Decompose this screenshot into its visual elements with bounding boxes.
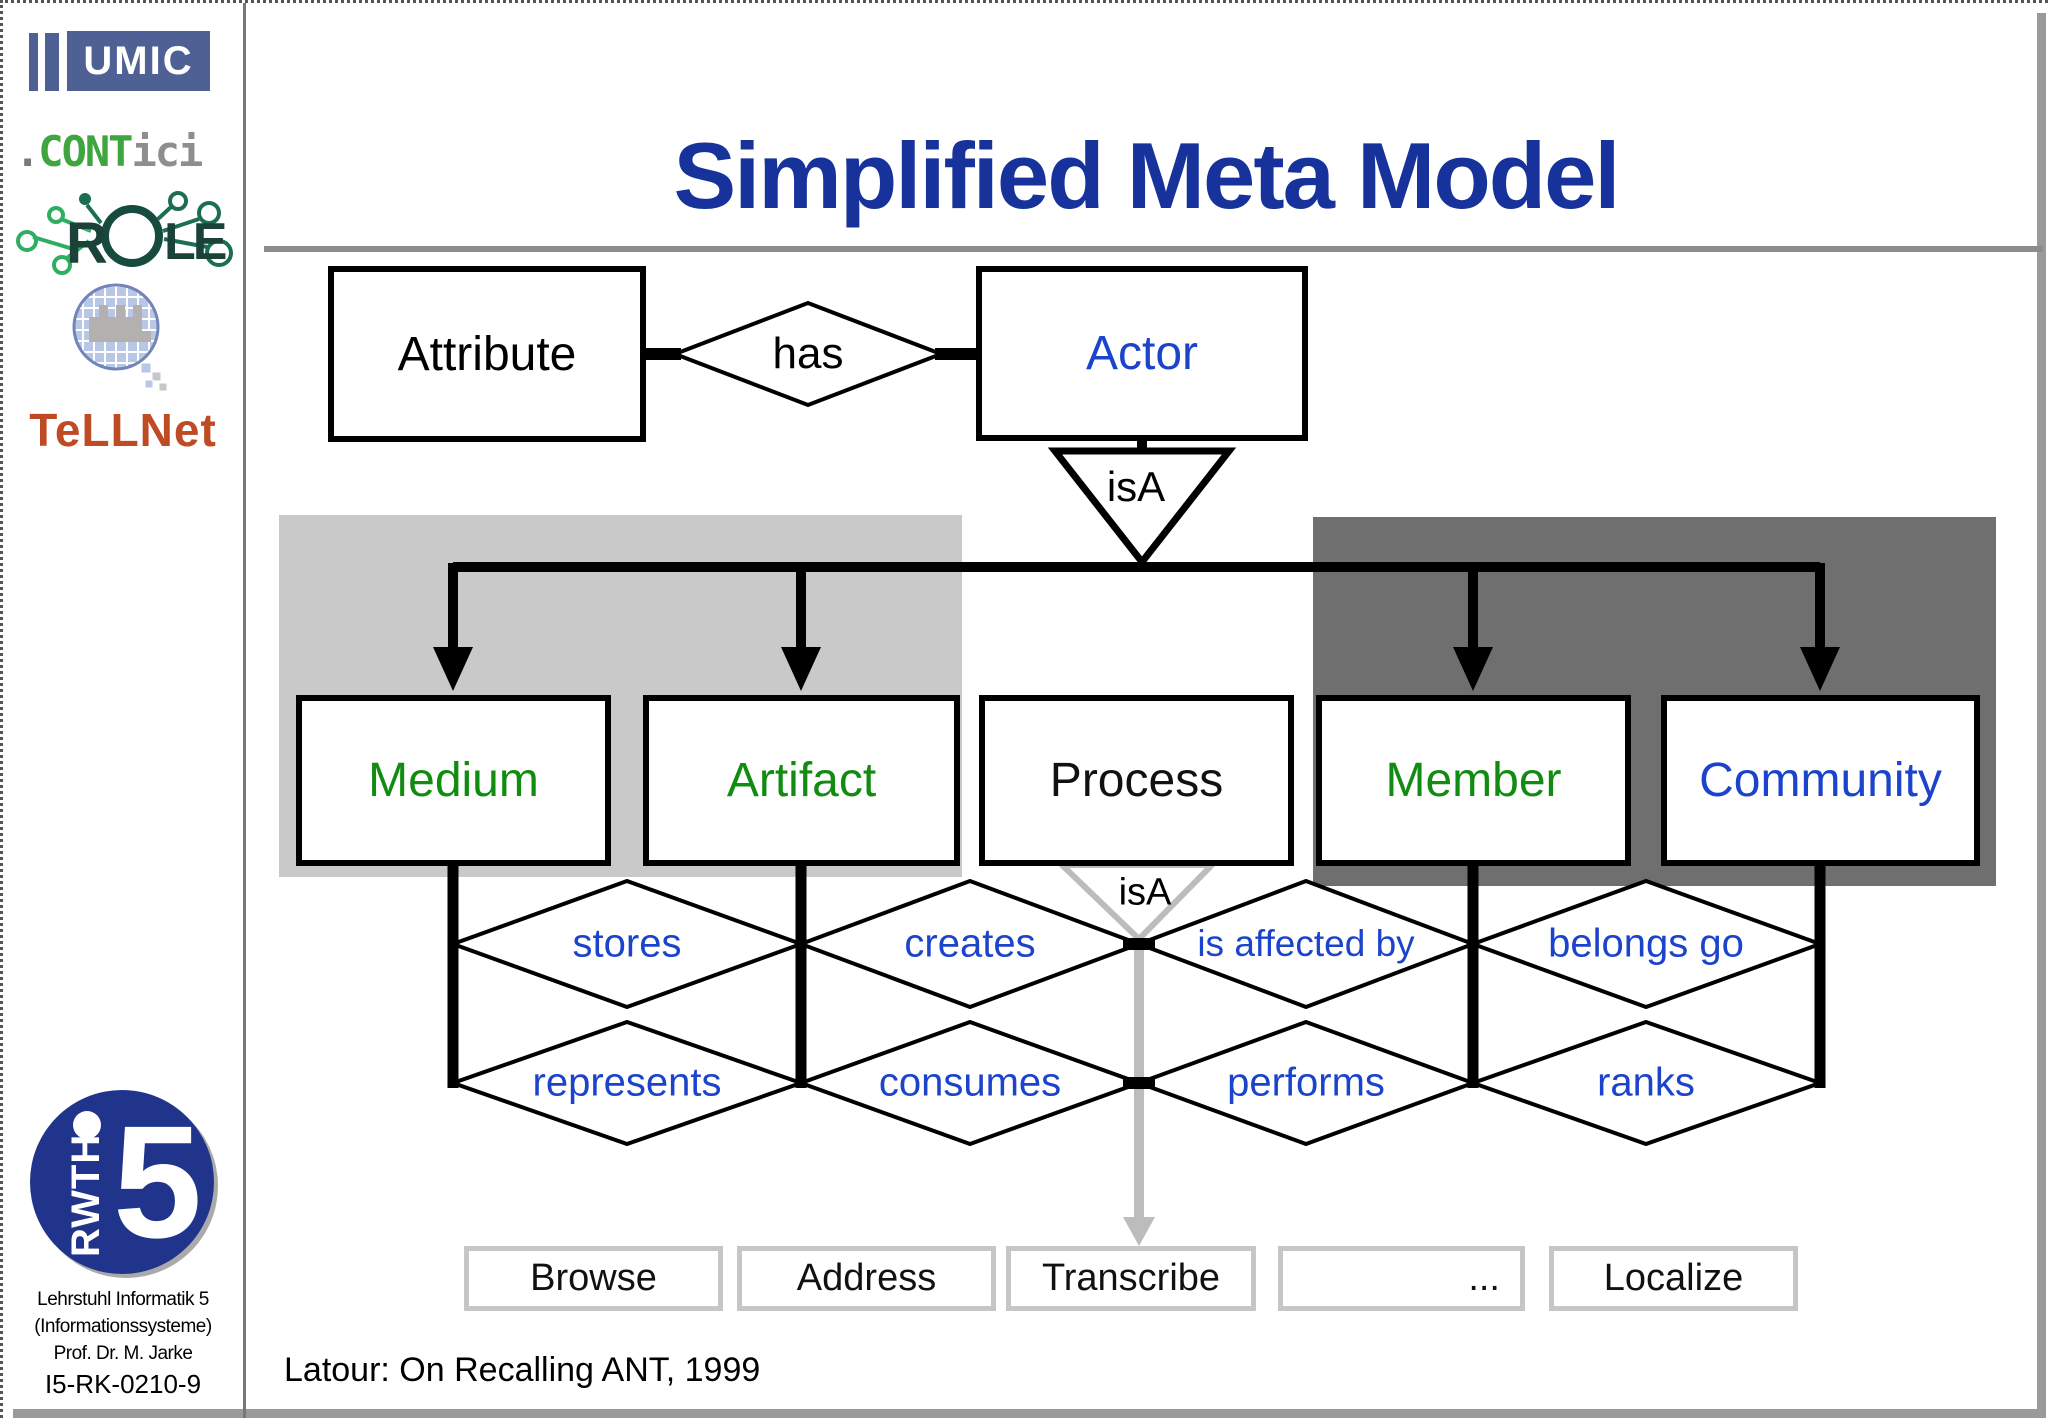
slide-right-border: [2037, 13, 2046, 1415]
role-edge: [65, 239, 91, 260]
sidebar-footer: Lehrstuhl Informatik 5 (Informationssyst…: [7, 1286, 239, 1398]
creates-relation-label: creates: [904, 921, 1036, 966]
brain-tile: [144, 379, 154, 389]
belongs-go-relation-label: belongs go: [1548, 921, 1744, 966]
role-edge: [60, 217, 92, 233]
contici-logo: .CONTici: [15, 127, 203, 176]
role-edge: [156, 205, 173, 221]
role-node: [197, 201, 221, 225]
member-entity-box: Member: [1316, 695, 1631, 866]
operation-box-address: Address: [737, 1246, 996, 1311]
medium-entity-box: Medium: [296, 695, 611, 866]
operation-box-localize: Localize: [1549, 1246, 1798, 1311]
has-diamond-shape: [669, 300, 947, 408]
footer-line-slide-id: I5-RK-0210-9: [44, 1369, 202, 1399]
community-label: Community: [1699, 754, 1942, 807]
artifact-entity-box: Artifact: [643, 695, 960, 866]
slide-bottom-border: [13, 1409, 2046, 1418]
rwth-i5-logo: RWTH 5: [30, 1090, 218, 1278]
role-edge: [163, 237, 208, 249]
diagram-connectors: [433, 300, 1840, 1246]
page-title: Simplified Meta Model: [673, 123, 1620, 228]
umic-logo-bar-2: [45, 33, 59, 91]
contici-dot: .: [15, 127, 40, 176]
process-entity-box: Process: [979, 695, 1294, 866]
sidebar-divider: [243, 3, 246, 1418]
umic-logo: UMIC: [67, 31, 210, 91]
process-junction-row1: [1123, 938, 1155, 950]
ranks-diamond-shape: [1466, 1019, 1827, 1147]
contici-cont: CONT: [38, 127, 133, 176]
role-node: [47, 206, 65, 224]
isa-process-arrowhead: [1123, 1217, 1155, 1246]
arrowhead-artifact: [781, 647, 821, 691]
isa-actor-label: isA: [1106, 463, 1166, 510]
has-relation-label: has: [772, 329, 844, 378]
localize-label: Localize: [1603, 1257, 1744, 1299]
transcribe-label: Transcribe: [1041, 1257, 1221, 1299]
role-node: [16, 230, 38, 252]
browse-label: Browse: [530, 1257, 657, 1299]
stores-relation-label: stores: [572, 921, 682, 966]
consumes-relation-label: consumes: [878, 1060, 1062, 1105]
isa-actor-triangle: [1047, 447, 1237, 568]
rwth-vertical-text: RWTH: [64, 1134, 108, 1257]
umic-logo-text: UMIC: [83, 38, 194, 83]
brain-tile: [158, 382, 168, 392]
role-edge: [85, 203, 103, 225]
arrowhead-member: [1453, 647, 1493, 691]
process-label: Process: [1049, 754, 1224, 807]
actor-label: Actor: [1085, 327, 1199, 380]
brain-tile: [140, 362, 152, 374]
arrowhead-medium: [433, 647, 473, 691]
brain-chip-logo: [72, 283, 168, 392]
isa-process-label: isA: [1118, 871, 1172, 914]
umic-logo-bar-1: [29, 33, 38, 91]
performs-relation-label: performs: [1227, 1060, 1385, 1105]
medium-label: Medium: [368, 754, 539, 807]
contici-ici: ici: [131, 127, 203, 176]
ellipsis-label: ...: [1468, 1257, 1500, 1299]
role-node: [52, 255, 72, 275]
role-letter-o: [101, 205, 163, 267]
role-node: [168, 191, 188, 211]
brain-comb-shape: [89, 305, 151, 342]
role-edge: [32, 235, 74, 251]
attribute-label: Attribute: [397, 327, 577, 381]
footer-line-professor: Prof. Dr. M. Jarke: [53, 1343, 193, 1364]
i5-logo-dot: [73, 1111, 101, 1139]
operation-box-browse: Browse: [464, 1246, 723, 1311]
role-edge: [162, 217, 200, 233]
role-logo: R LE: [16, 191, 233, 276]
citation-text: Latour: On Recalling ANT, 1999: [284, 1351, 761, 1389]
title-underline: [264, 246, 2043, 252]
operation-box-ellipsis: ...: [1278, 1246, 1525, 1311]
is-affected-by-relation-label: is affected by: [1197, 923, 1415, 964]
role-letters-le: LE: [164, 213, 226, 271]
attribute-box: Attribute: [328, 266, 646, 442]
operation-box-transcribe: Transcribe: [1006, 1246, 1256, 1311]
represents-relation-label: represents: [532, 1060, 722, 1105]
community-entity-box: Community: [1661, 695, 1980, 866]
belongs-go-diamond-shape: [1467, 878, 1826, 1010]
role-letter-r: R: [66, 211, 108, 276]
role-node: [205, 239, 233, 267]
actor-box: Actor: [976, 266, 1308, 441]
tellnet-logo: TeLLNet: [29, 404, 217, 456]
i5-logo-five: 5: [113, 1092, 202, 1271]
process-junction-row2: [1123, 1077, 1155, 1089]
brain-tile: [151, 371, 162, 382]
footer-line-systems: (Informationssysteme): [34, 1316, 212, 1337]
arrowhead-community: [1800, 647, 1840, 691]
member-label: Member: [1385, 754, 1562, 807]
footer-line-institute: Lehrstuhl Informatik 5: [37, 1289, 209, 1310]
i5-logo-circle: [30, 1090, 214, 1274]
address-label: Address: [796, 1257, 937, 1299]
artifact-label: Artifact: [726, 754, 877, 807]
role-node-filled: [79, 193, 91, 205]
ranks-relation-label: ranks: [1597, 1060, 1695, 1105]
